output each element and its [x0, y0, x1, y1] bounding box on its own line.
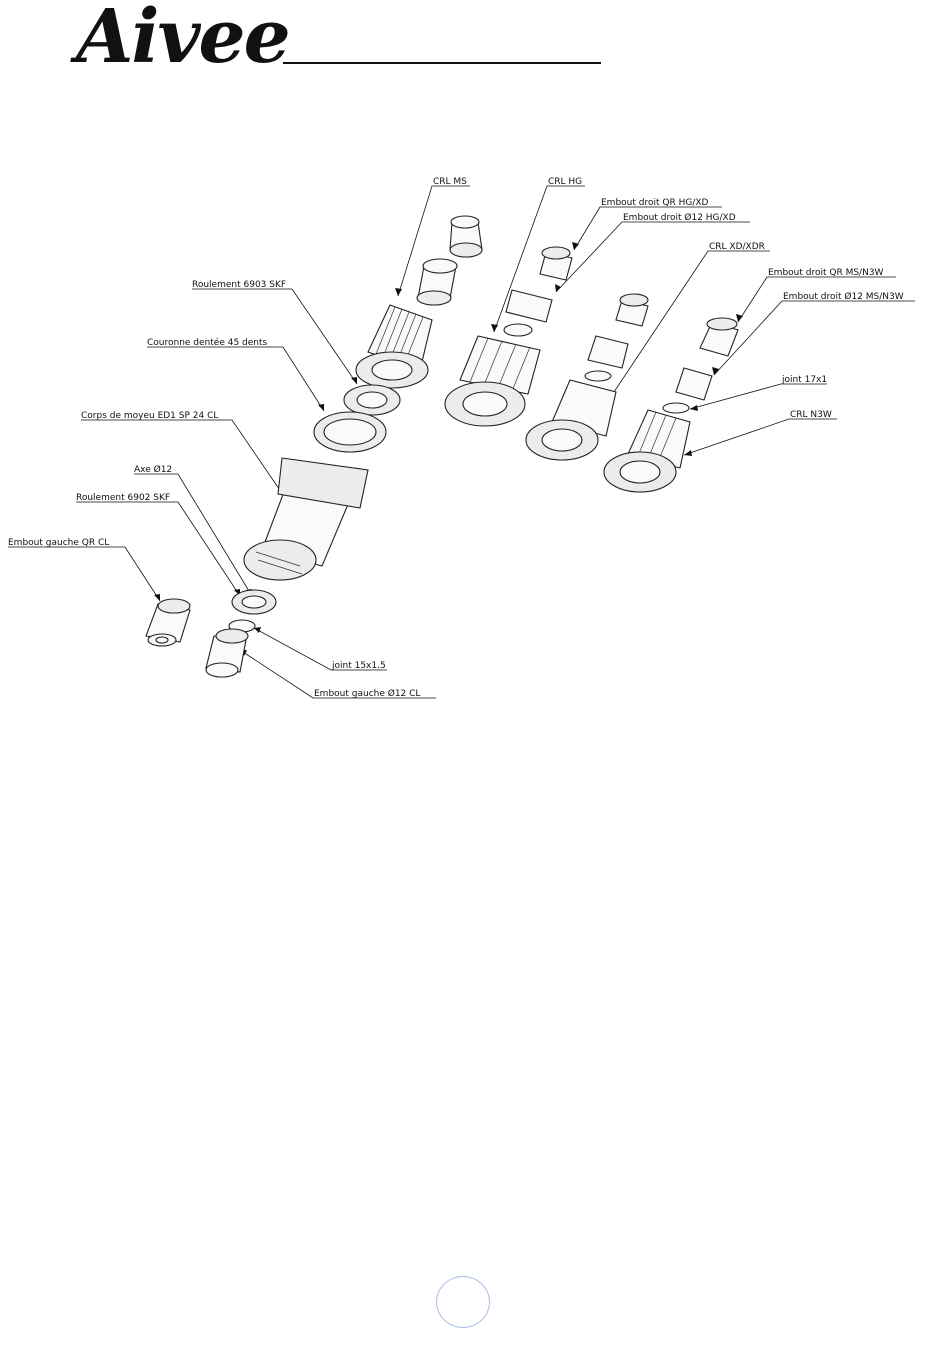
crl-ms-assembly: [356, 216, 482, 388]
embout-gauche-qr-part: [146, 599, 190, 646]
label-crl-hg: CRL HG: [548, 177, 582, 187]
label-embout-gauche-12-cl: Embout gauche Ø12 CL: [314, 688, 420, 699]
label-roulement-6903: Roulement 6903 SKF: [192, 280, 286, 290]
label-crl-n3w: CRL N3W: [790, 410, 832, 420]
crl-hg-assembly: [445, 247, 572, 426]
label-corps-moyeu: Corps de moyeu ED1 SP 24 CL: [81, 411, 218, 421]
label-crl-ms: CRL MS: [433, 177, 467, 187]
label-roulement-6902: Roulement 6902 SKF: [76, 493, 170, 503]
label-crl-xd-xdr: CRL XD/XDR: [709, 242, 765, 252]
label-embout-gauche-qr-cl: Embout gauche QR CL: [8, 538, 109, 548]
label-embout-droit-qr-hg-xd: Embout droit QR HG/XD: [601, 198, 709, 208]
label-embout-droit-12-hg-xd: Embout droit Ø12 HG/XD: [623, 212, 736, 223]
page-number-circle: [436, 1276, 490, 1328]
label-embout-droit-qr-ms-n3w: Embout droit QR MS/N3W: [768, 268, 884, 278]
hub-body-assembly: [206, 385, 400, 677]
label-joint-17x1: joint 17x1: [781, 375, 827, 385]
label-axe-12: Axe Ø12: [134, 464, 172, 475]
label-joint-15x1-5: joint 15x1.5: [331, 661, 386, 671]
exploded-hub-diagram: CRL MS CRL HG Embout droit QR HG/XD Embo…: [0, 0, 950, 760]
leader-lines: [8, 186, 915, 698]
label-embout-droit-12-ms-n3w: Embout droit Ø12 MS/N3W: [783, 291, 904, 302]
label-couronne-45: Couronne dentée 45 dents: [147, 337, 268, 348]
